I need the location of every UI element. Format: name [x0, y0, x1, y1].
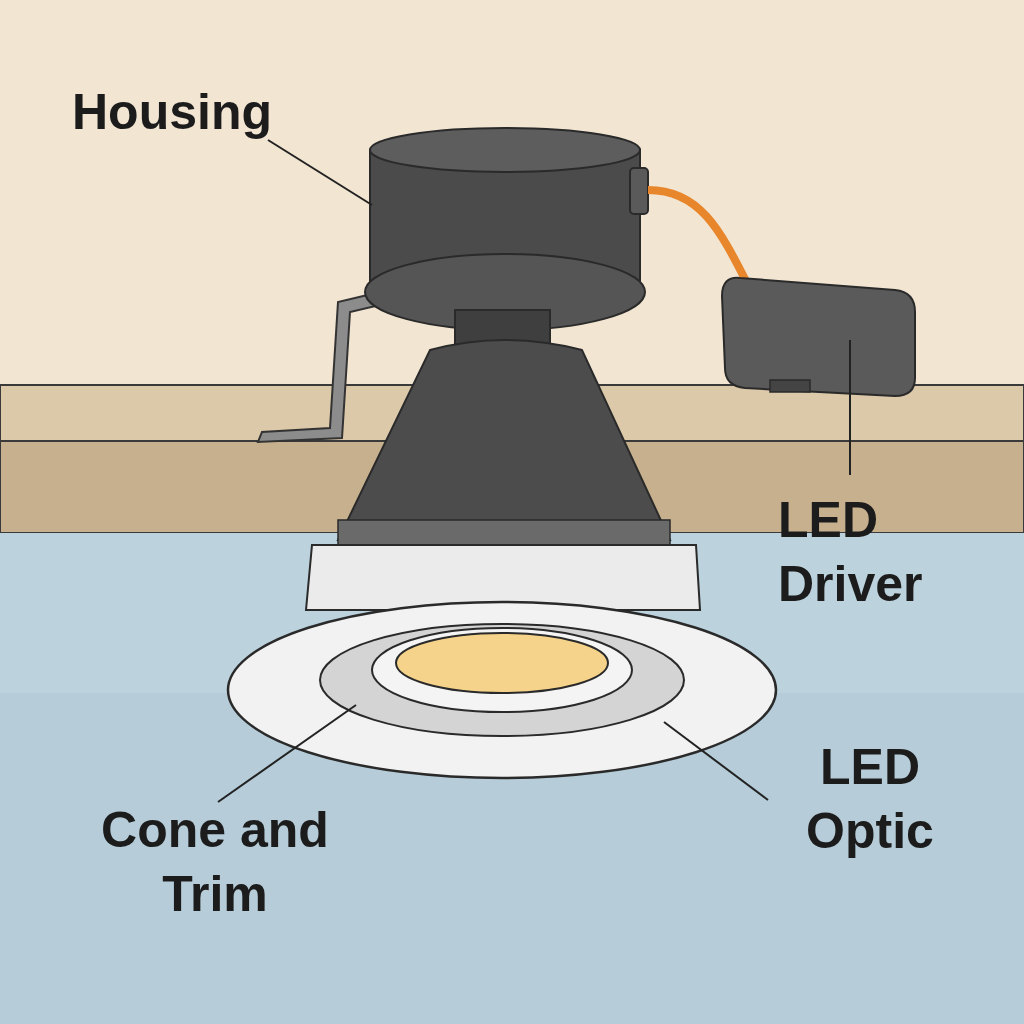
leader-line — [218, 705, 356, 802]
driver-terminal — [770, 380, 810, 392]
driver-box — [722, 278, 915, 396]
trim-flange — [228, 602, 776, 778]
cone-band — [338, 520, 670, 545]
junction-box — [630, 168, 648, 214]
part-label: LED Driver — [778, 488, 968, 616]
housing-top — [370, 128, 640, 172]
trim-ring — [320, 624, 684, 736]
part-label: Cone and Trim — [70, 798, 360, 926]
cone-body — [338, 340, 670, 540]
leader-line — [849, 340, 851, 475]
mounting-bracket — [258, 292, 384, 442]
supply-wire — [648, 190, 748, 285]
leader-line — [268, 140, 372, 205]
led-lens — [396, 633, 608, 693]
optic-bezel — [372, 628, 632, 712]
trim-collar — [306, 545, 700, 610]
leader-line — [664, 722, 768, 800]
part-label: LED Optic — [765, 735, 975, 863]
part-label: Housing — [72, 80, 332, 144]
